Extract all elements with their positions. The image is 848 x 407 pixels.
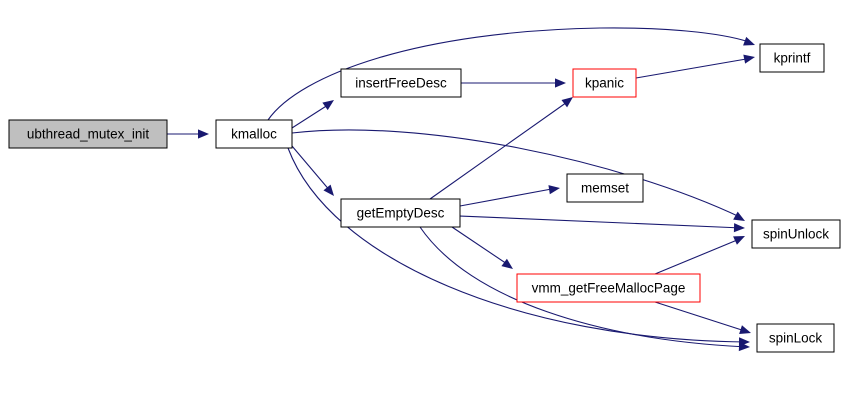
node-vmm_getFreeMallocPage[interactable]: vmm_getFreeMallocPage xyxy=(516,273,701,303)
edge-kpanic-to-kprintf xyxy=(635,54,755,79)
edge-insertFreeDesc-to-kpanic xyxy=(461,78,566,88)
node-label-kprintf: kprintf xyxy=(774,51,811,66)
node-spinLock[interactable]: spinLock xyxy=(756,323,835,353)
node-box-vmm_getFreeMallocPage[interactable] xyxy=(516,273,701,303)
edge-kmalloc-to-spinLock xyxy=(287,147,750,347)
node-box-spinLock[interactable] xyxy=(756,323,835,353)
node-label-getEmptyDesc: getEmptyDesc xyxy=(357,206,445,221)
edge-getEmptyDesc-to-spinLock xyxy=(419,226,750,352)
node-label-memset: memset xyxy=(581,181,629,196)
node-box-ubthread_mutex_init[interactable] xyxy=(8,119,168,149)
node-label-kpanic: kpanic xyxy=(585,76,624,91)
node-label-vmm_getFreeMallocPage: vmm_getFreeMallocPage xyxy=(532,281,686,296)
node-box-insertFreeDesc[interactable] xyxy=(340,68,462,98)
node-label-spinLock: spinLock xyxy=(769,331,823,346)
edges-layer xyxy=(167,27,755,352)
edge-getEmptyDesc-to-spinUnlock xyxy=(459,215,745,233)
edge-vmm_getFreeMallocPage-to-spinUnlock xyxy=(654,236,745,275)
edge-getEmptyDesc-to-vmm_getFreeMallocPage xyxy=(451,226,513,269)
node-kpanic[interactable]: kpanic xyxy=(572,68,637,98)
node-kmalloc[interactable]: kmalloc xyxy=(215,119,293,149)
node-kprintf[interactable]: kprintf xyxy=(759,43,825,73)
edge-getEmptyDesc-to-memset xyxy=(459,185,560,207)
edge-ubthread_mutex_init-to-kmalloc xyxy=(167,129,209,139)
node-box-kpanic[interactable] xyxy=(572,68,637,98)
nodes-layer: ubthread_mutex_init kmalloc insertFreeDesc… xyxy=(8,43,841,353)
edge-vmm_getFreeMallocPage-to-spinLock xyxy=(654,301,751,334)
edge-kmalloc-to-insertFreeDesc xyxy=(291,100,334,129)
node-box-kmalloc[interactable] xyxy=(215,119,293,149)
edge-getEmptyDesc-to-kpanic xyxy=(429,97,573,200)
node-box-spinUnlock[interactable] xyxy=(751,219,841,249)
edge-kmalloc-to-getEmptyDesc xyxy=(291,145,334,196)
node-box-memset[interactable] xyxy=(566,173,644,203)
node-ubthread_mutex_init[interactable]: ubthread_mutex_init xyxy=(8,119,168,149)
node-label-kmalloc: kmalloc xyxy=(231,127,277,142)
node-memset[interactable]: memset xyxy=(566,173,644,203)
node-spinUnlock[interactable]: spinUnlock xyxy=(751,219,841,249)
node-getEmptyDesc[interactable]: getEmptyDesc xyxy=(340,198,461,228)
node-label-spinUnlock: spinUnlock xyxy=(763,227,829,242)
edge-kmalloc-to-kprintf xyxy=(267,27,755,121)
node-box-getEmptyDesc[interactable] xyxy=(340,198,461,228)
node-box-kprintf[interactable] xyxy=(759,43,825,73)
node-insertFreeDesc[interactable]: insertFreeDesc xyxy=(340,68,462,98)
edge-kmalloc-to-spinUnlock xyxy=(291,129,745,221)
node-label-ubthread_mutex_init: ubthread_mutex_init xyxy=(27,127,150,142)
node-label-insertFreeDesc: insertFreeDesc xyxy=(355,76,447,91)
